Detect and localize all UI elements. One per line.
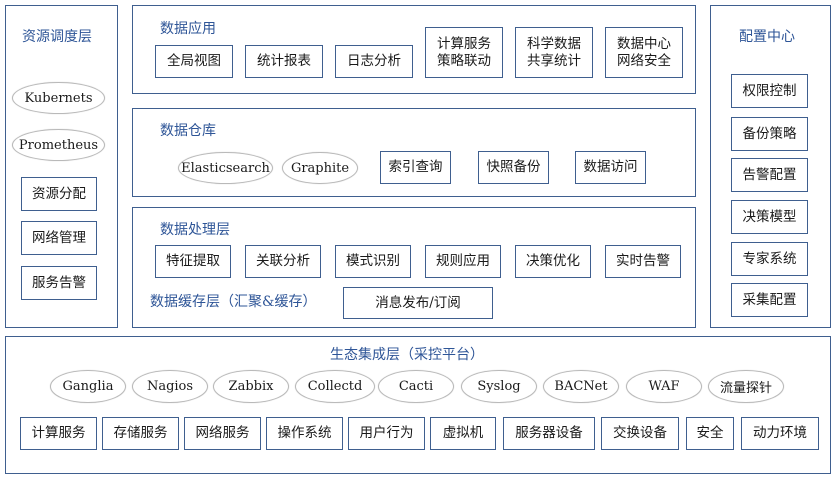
box-global-view: 全局视图: [155, 45, 233, 78]
box-dc-security: 数据中心 网络安全: [605, 27, 683, 78]
data-app-title: 数据应用: [160, 21, 216, 37]
data-warehouse-title: 数据仓库: [160, 123, 216, 139]
box-snapshot-backup: 快照备份: [478, 151, 549, 184]
oval-cacti: Cacti: [378, 370, 454, 403]
oval-traffic-probe: 流量探针: [708, 370, 784, 403]
box-correlation-analysis: 关联分析: [245, 245, 321, 278]
oval-kubernets: Kubernets: [12, 82, 105, 114]
box-feature-extraction: 特征提取: [155, 245, 231, 278]
resource-layer-title: 资源调度层: [22, 29, 92, 45]
box-rule-application: 规则应用: [425, 245, 501, 278]
box-resource-allocation: 资源分配: [21, 177, 97, 211]
box-network-service: 网络服务: [184, 417, 261, 450]
data-processing-title: 数据处理层: [160, 222, 230, 238]
config-center-title: 配置中心: [739, 29, 795, 45]
oval-nagios: Nagios: [132, 370, 208, 403]
box-virtual-machine: 虚拟机: [430, 417, 496, 450]
box-log-analysis: 日志分析: [335, 45, 413, 78]
box-message-pubsub: 消息发布/订阅: [343, 287, 493, 319]
box-statistics-report: 统计报表: [245, 45, 323, 78]
box-decision-model: 决策模型: [731, 200, 808, 234]
box-power-environment: 动力环境: [741, 417, 819, 450]
box-storage-service: 存储服务: [102, 417, 179, 450]
box-science-data: 科学数据 共享统计: [515, 27, 593, 78]
box-pattern-recognition: 模式识别: [335, 245, 411, 278]
oval-syslog: Syslog: [461, 370, 537, 403]
box-compute-policy: 计算服务 策略联动: [425, 27, 503, 78]
box-switch-device: 交换设备: [601, 417, 679, 450]
box-service-alert: 服务告警: [21, 266, 97, 300]
box-server-device: 服务器设备: [503, 417, 595, 450]
box-alert-config: 告警配置: [731, 158, 808, 192]
box-operating-system: 操作系统: [266, 417, 343, 450]
oval-collectd: Collectd: [295, 370, 375, 403]
oval-zabbix: Zabbix: [213, 370, 289, 403]
cache-layer-title: 数据缓存层（汇聚&缓存）: [150, 294, 317, 310]
eco-layer-title: 生态集成层（采控平台）: [330, 347, 484, 363]
oval-waf: WAF: [626, 370, 702, 403]
box-data-access: 数据访问: [575, 151, 646, 184]
box-security: 安全: [686, 417, 734, 450]
oval-elasticsearch: Elasticsearch: [178, 152, 273, 184]
box-decision-optimization: 决策优化: [515, 245, 591, 278]
box-compute-service: 计算服务: [20, 417, 97, 450]
eco-layer-panel: [5, 336, 831, 474]
oval-prometheus: Prometheus: [12, 129, 105, 161]
box-network-management: 网络管理: [21, 221, 97, 255]
box-expert-system: 专家系统: [731, 242, 808, 276]
oval-bacnet: BACNet: [543, 370, 619, 403]
box-collection-config: 采集配置: [731, 283, 808, 317]
box-backup-policy: 备份策略: [731, 117, 808, 151]
oval-ganglia: Ganglia: [50, 370, 126, 403]
box-permission-control: 权限控制: [731, 74, 808, 108]
oval-graphite: Graphite: [282, 152, 358, 184]
box-user-behavior: 用户行为: [348, 417, 425, 450]
box-index-query: 索引查询: [380, 151, 451, 184]
box-realtime-alert: 实时告警: [605, 245, 681, 278]
